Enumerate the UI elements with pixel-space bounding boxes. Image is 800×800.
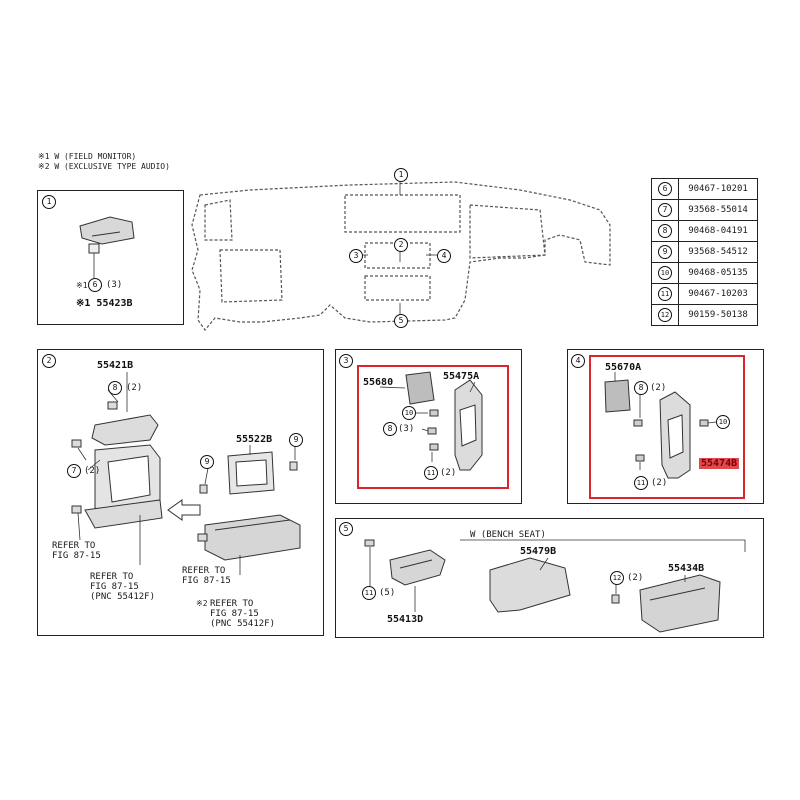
part-55474B-label: 55474B	[699, 458, 740, 469]
panel-4-highlight	[589, 355, 745, 499]
panel-4	[567, 349, 764, 504]
legend-number: 9	[658, 245, 672, 259]
panel-5-number: 5	[339, 522, 353, 536]
callout-8: 8	[108, 381, 122, 395]
callout-12-qty: (2)	[627, 573, 644, 583]
callout-6: 6	[88, 278, 102, 292]
overview-callout-1: 1	[394, 168, 408, 182]
legend-number: 10	[658, 266, 672, 280]
refer-note-2: REFER TO	[90, 572, 134, 582]
callout-8-qty: (2)	[126, 383, 143, 393]
callout-11-qty: (5)	[379, 588, 396, 598]
callout-9-left: 9	[200, 455, 214, 469]
callout-7-qty: (2)	[84, 466, 101, 476]
panel-1-number: 1	[42, 195, 56, 209]
overview-callout-3: 3	[349, 249, 363, 263]
callout-7: 7	[67, 464, 81, 478]
part-55423B: ※1 55423B	[76, 298, 133, 309]
callout-11-qty: (2)	[440, 468, 457, 478]
callout-10: 10	[402, 406, 416, 420]
part-55479B: 55479B	[520, 546, 557, 557]
callout-11-qty: (2)	[651, 478, 668, 488]
legend-number: 8	[658, 224, 672, 238]
callout-8-qty: (3)	[398, 424, 415, 434]
refer-note-3: REFER TO	[210, 599, 254, 609]
panel-1	[37, 190, 184, 325]
part-55434B: 55434B	[668, 563, 705, 574]
legend-number-cell: 7	[651, 199, 679, 221]
panel-3-number: 3	[339, 354, 353, 368]
note-exclusive-audio: ※2 W (EXCLUSIVE TYPE AUDIO)	[38, 162, 170, 171]
callout-9-right: 9	[289, 433, 303, 447]
part-55474B: 55474B	[699, 458, 740, 469]
callout-11: 11	[362, 586, 376, 600]
callout-12: 12	[610, 571, 624, 585]
callout-11: 11	[634, 476, 648, 490]
part-55522B: 55522B	[236, 434, 273, 445]
callout-11: 11	[424, 466, 438, 480]
refer-note-3-pnc: (PNC 55412F)	[210, 619, 276, 629]
panel-5	[335, 518, 764, 638]
panel-1-qty: (3)	[106, 280, 123, 290]
panel-2-number: 2	[42, 354, 56, 368]
panel-4-number: 4	[571, 354, 585, 368]
refer-note-3-pre: REFER TO	[182, 566, 226, 576]
legend-number: 6	[658, 182, 672, 196]
part-55475A: 55475A	[443, 371, 480, 382]
callout-8: 8	[634, 381, 648, 395]
legend-part-number: 90159-50138	[678, 304, 758, 326]
refer-note-2-pnc: (PNC 55412F)	[90, 592, 156, 602]
refer-note-1: REFER TO	[52, 541, 96, 551]
part-55413D: 55413D	[387, 614, 424, 625]
legend-row: 12 90159-50138	[651, 304, 758, 326]
part-55421B: 55421B	[97, 360, 134, 371]
part-55680: 55680	[363, 377, 394, 388]
refer-note-2-fig: FIG 87-15	[90, 582, 139, 592]
refer-note-3-fig2: FIG 87-15	[210, 609, 259, 619]
callout-8-qty: (2)	[650, 383, 667, 393]
refer-note-3-fig: FIG 87-15	[182, 576, 231, 586]
panel-3-highlight	[357, 365, 509, 489]
legend-number: 7	[658, 203, 672, 217]
legend-number: 11	[658, 287, 672, 301]
note-field-monitor: ※1 W (FIELD MONITOR)	[38, 152, 137, 161]
overview-callout-5: 5	[394, 314, 408, 328]
part-55670A: 55670A	[605, 362, 642, 373]
bench-seat-label: W (BENCH SEAT)	[470, 530, 546, 540]
callout-8: 8	[383, 422, 397, 436]
panel-2	[37, 349, 324, 636]
callout-10: 10	[716, 415, 730, 429]
panel-3	[335, 349, 522, 504]
refer-note-1-fig: FIG 87-15	[52, 551, 101, 561]
legend-number: 12	[658, 308, 672, 322]
overview-callout-2: 2	[394, 238, 408, 252]
overview-callout-4: 4	[437, 249, 451, 263]
panel-1-mark: ※1	[76, 281, 88, 290]
refer-note-3-mark: ※2	[196, 599, 208, 608]
